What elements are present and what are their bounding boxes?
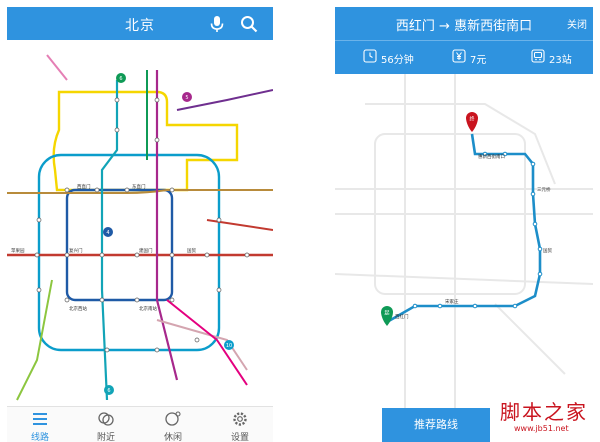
line-badge: 4 — [106, 230, 109, 236]
route-header: 西红门 → 惠新西街南口 关闭 56分钟 7元 23站 — [335, 7, 593, 74]
line-badge: 6 — [119, 76, 122, 82]
recommended-route-button[interactable]: 推荐路线 — [382, 408, 490, 442]
tab-label: 设置 — [230, 433, 249, 442]
route-title: 西红门 → 惠新西街南口 — [335, 15, 593, 34]
city-title[interactable]: 北京 — [125, 18, 155, 34]
duration-value: 56分钟 — [381, 55, 414, 66]
leisure-icon — [165, 411, 181, 426]
clock-icon — [363, 49, 377, 63]
tab-nearby[interactable]: 附近 — [73, 407, 139, 442]
tab-label: 线路 — [30, 433, 49, 442]
stations-value: 23站 — [549, 55, 572, 66]
line-14 — [156, 319, 248, 371]
svg-text:惠新西街南口: 惠新西街南口 — [478, 153, 505, 160]
svg-text:北京西站: 北京西站 — [69, 305, 87, 312]
left-screen: 北京 — [7, 7, 273, 442]
line-13 — [52, 90, 239, 192]
svg-text:西直门: 西直门 — [77, 183, 91, 190]
destination-badge: 终 — [469, 116, 474, 123]
line-changping — [46, 54, 68, 81]
svg-text:国贸: 国贸 — [187, 247, 196, 254]
origin-pin: 起 — [381, 306, 393, 326]
train-icon — [531, 49, 545, 63]
line-yizhuang — [166, 299, 248, 386]
line-6 — [7, 189, 273, 194]
line-badge: 6 — [107, 388, 110, 394]
route-arrow: → — [439, 19, 450, 34]
nearby-icon — [98, 412, 114, 426]
city-header: 北京 — [7, 7, 273, 40]
line-15 — [176, 89, 273, 111]
watermark-url: www.jb51.net — [514, 424, 569, 433]
right-screen: 西红门 → 惠新西街南口 关闭 56分钟 7元 23站 — [335, 7, 593, 442]
line-9 — [16, 279, 53, 401]
lines-icon — [33, 413, 47, 425]
route-map[interactable]: 终 起 惠新西街南口三元桥国贸 宋家庄西红门 — [335, 74, 593, 408]
fare-value: 7元 — [470, 55, 487, 66]
svg-text:东直门: 东直门 — [132, 183, 146, 190]
yuan-icon — [452, 49, 466, 63]
svg-text:北京南站: 北京南站 — [139, 305, 157, 312]
destination-pin: 终 — [466, 112, 478, 132]
site-watermark: 脚本之家 www.jb51.net — [492, 396, 600, 442]
line-badge: 10 — [226, 343, 232, 349]
svg-text:宋家庄: 宋家庄 — [445, 298, 459, 305]
watermark-text: 脚本之家 — [500, 400, 588, 424]
close-button[interactable]: 关闭 — [567, 20, 587, 31]
tab-lines[interactable]: 线路 — [7, 407, 73, 442]
route-to: 惠新西街南口 — [454, 19, 533, 34]
svg-text:建国门: 建国门 — [139, 247, 153, 254]
line-2 — [65, 188, 174, 302]
line-batong — [206, 219, 273, 231]
svg-text:国贸: 国贸 — [543, 247, 552, 254]
line-badge: 5 — [185, 95, 188, 101]
line-5 — [155, 70, 179, 381]
subway-map[interactable]: 6 4 5 10 6 西直门 东直门 复兴门 建国门 北京西站 北京南站 国贸 苹果园 — [7, 40, 273, 406]
line-10 — [37, 153, 221, 352]
header-divider — [335, 40, 593, 41]
tab-label: 休闲 — [163, 433, 182, 442]
tab-label: 附近 — [96, 433, 115, 442]
svg-text:复兴门: 复兴门 — [69, 247, 83, 254]
settings-icon — [233, 412, 247, 426]
svg-text:西红门: 西红门 — [395, 313, 409, 320]
search-icon[interactable] — [239, 14, 259, 34]
microphone-icon[interactable] — [207, 14, 227, 34]
line-4 — [100, 80, 119, 401]
tab-leisure[interactable]: 休闲 — [140, 407, 206, 442]
svg-text:三元桥: 三元桥 — [537, 186, 551, 193]
origin-badge: 起 — [384, 311, 389, 317]
subway-map-canvas[interactable]: 6 4 5 10 6 西直门 东直门 复兴门 建国门 北京西站 北京南站 国贸 苹果园 — [7, 40, 273, 406]
svg-text:苹果园: 苹果园 — [11, 247, 25, 254]
tab-settings[interactable]: 设置 — [207, 407, 273, 442]
bottom-tab-bar: 线路 附近 休闲 设置 — [7, 406, 273, 442]
route-from: 西红门 — [395, 19, 435, 34]
